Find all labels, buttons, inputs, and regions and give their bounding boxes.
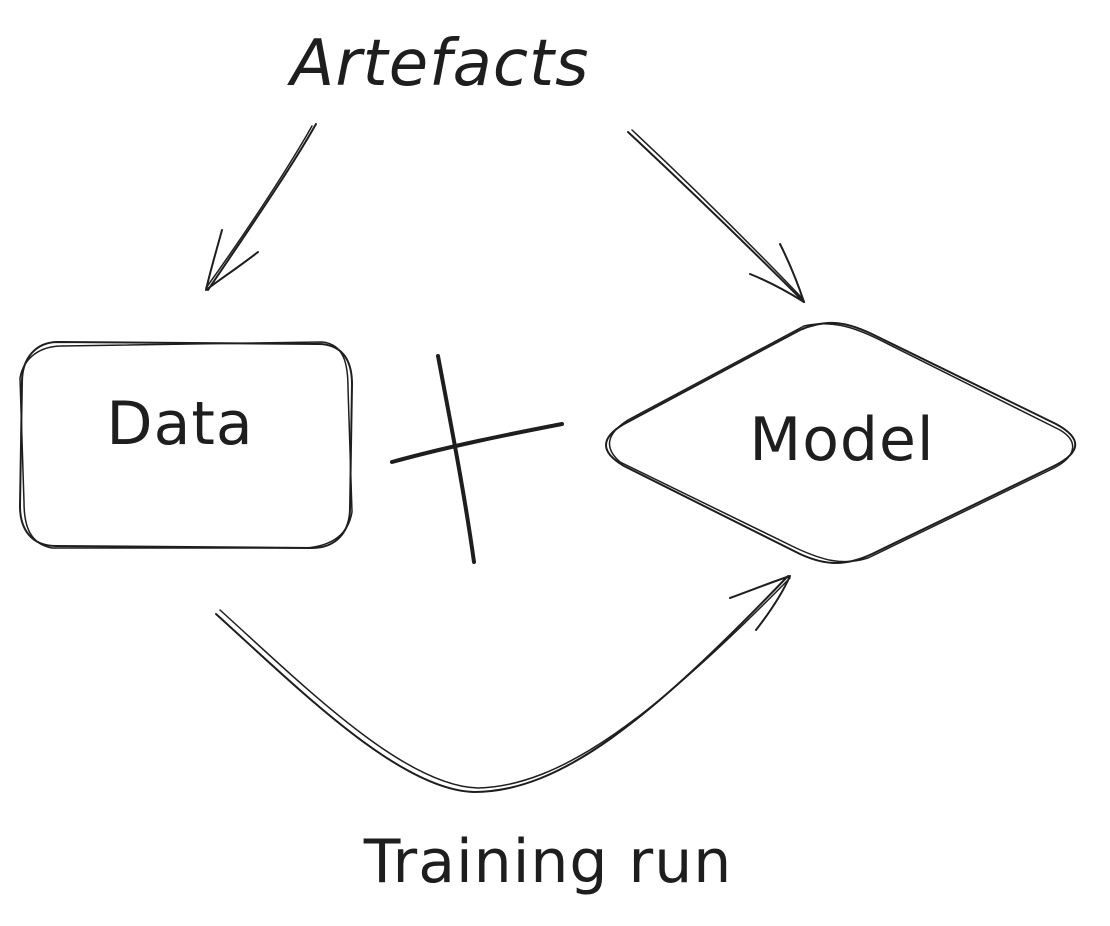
diagram-title: Artefacts bbox=[290, 27, 590, 101]
node-data-label: Data bbox=[106, 389, 254, 459]
arrow-title-to-data bbox=[205, 123, 317, 291]
edge-label-training-run: Training run bbox=[363, 827, 733, 897]
node-model-shape bbox=[605, 321, 1077, 564]
plus-operator-icon bbox=[390, 354, 564, 564]
node-data-shape bbox=[19, 341, 353, 549]
node-model-label: Model bbox=[749, 405, 935, 475]
arrow-title-to-model bbox=[627, 129, 805, 303]
arrow-data-to-model bbox=[215, 575, 791, 793]
